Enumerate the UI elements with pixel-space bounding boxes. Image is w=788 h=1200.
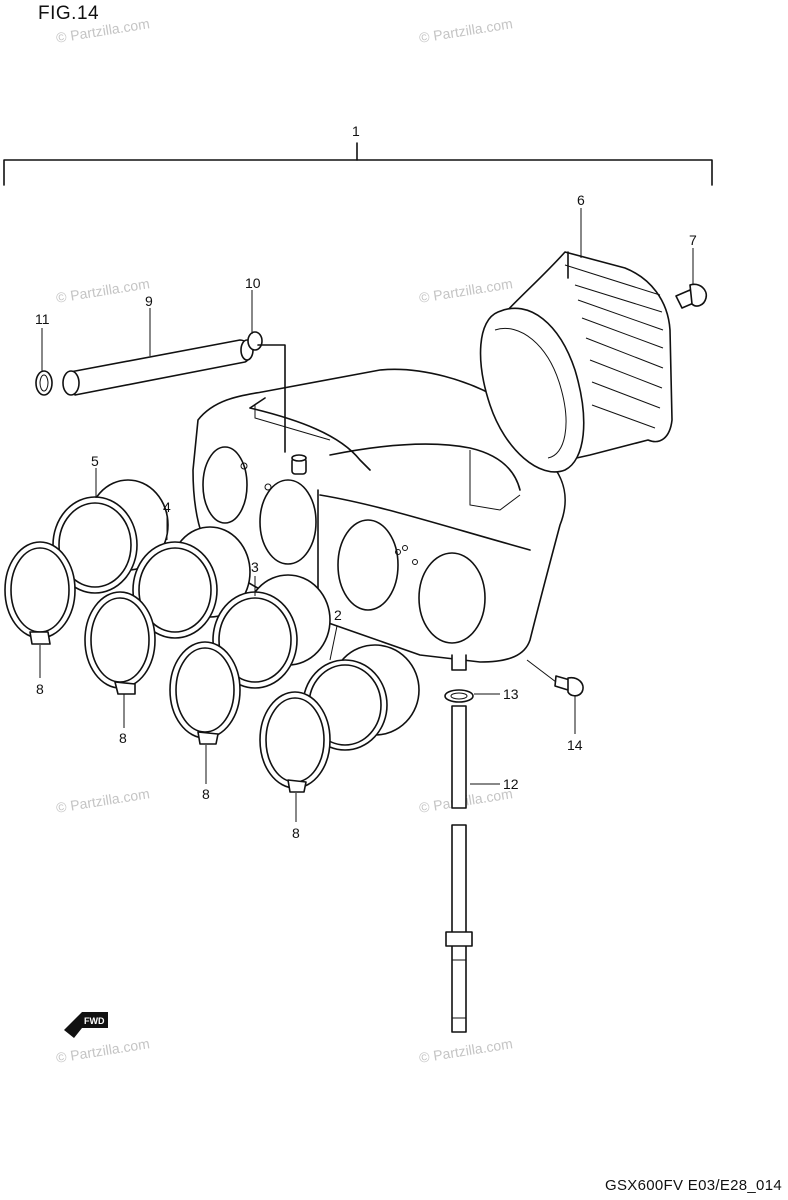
drain-tube-12	[445, 705, 473, 1033]
boot-4	[132, 526, 251, 639]
callout-10: 10	[245, 275, 261, 291]
callout-14: 14	[567, 737, 583, 753]
clamp-8d	[259, 691, 331, 793]
callout-7: 7	[689, 232, 697, 248]
callout-8c: 8	[202, 786, 210, 802]
model-code: GSX600FV E03/E28_014	[605, 1177, 782, 1194]
clip-13	[444, 689, 474, 703]
leader-lines	[39, 208, 694, 822]
figure-title: FIG.14	[38, 3, 100, 24]
callout-2: 2	[334, 607, 342, 623]
clamp-8b	[84, 591, 156, 695]
callout-5: 5	[91, 453, 99, 469]
callout-3: 3	[251, 559, 259, 575]
callout-1: 1	[352, 123, 360, 139]
callout-8b: 8	[119, 730, 127, 746]
screw-14	[554, 675, 584, 697]
callout-4: 4	[163, 499, 171, 515]
fwd-arrow-icon: FWD	[64, 1012, 108, 1038]
callout-9: 9	[145, 293, 153, 309]
boot-5	[52, 479, 169, 594]
screw-7	[675, 283, 708, 309]
clamp-8c	[169, 641, 241, 745]
hose-clamp-10	[247, 331, 286, 453]
breather-hose	[62, 339, 254, 396]
fwd-label: FWD	[84, 1016, 105, 1026]
callouts: 1 2 3 4 5 6 7 8 8 8 8 9 10 11 12 13 14	[35, 123, 697, 841]
assembly-bracket	[3, 142, 713, 186]
callout-13: 13	[503, 686, 519, 702]
callout-12: 12	[503, 776, 519, 792]
intake-duct	[479, 251, 673, 473]
callout-8a: 8	[36, 681, 44, 697]
hose-clamp-11	[35, 370, 53, 396]
callout-8d: 8	[292, 825, 300, 841]
callout-11: 11	[35, 311, 50, 327]
callout-6: 6	[577, 192, 585, 208]
clamp-8a	[4, 541, 76, 645]
